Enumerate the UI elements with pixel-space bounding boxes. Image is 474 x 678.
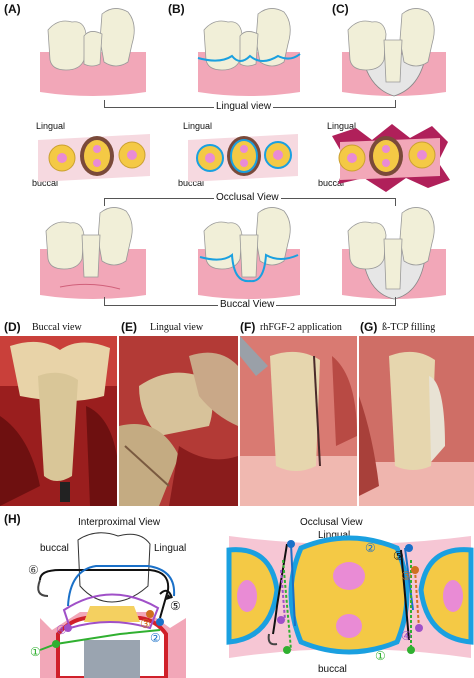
photo-d-buccal	[0, 336, 117, 506]
h-right-number-5: ⑤	[393, 549, 404, 563]
occlusal-view-label: Occlusal View	[214, 192, 281, 203]
h-left-buccal-label: buccal	[40, 543, 69, 554]
h-left-number-4: ④	[56, 623, 67, 637]
occlusal-view-illustrations	[38, 124, 450, 192]
h-left-number-3: ③	[140, 617, 151, 631]
buccal-diagram-b	[198, 207, 300, 299]
occlusal-diagram-b	[188, 134, 298, 182]
bracket-tick	[104, 297, 105, 305]
buccal-diagram-a	[40, 207, 146, 299]
bracket-tick	[104, 100, 105, 108]
lingual-diagram-a	[40, 8, 146, 96]
h-left-number-5: ⑤	[170, 599, 181, 613]
h-right-title: Occlusal View	[300, 517, 363, 528]
h-right-buccal-label: buccal	[318, 664, 347, 675]
panel-label-a: (A)	[4, 2, 21, 16]
panel-label-h: (H)	[4, 512, 21, 526]
h-right-number-1: ①	[375, 649, 386, 663]
occlusal-buccal-label-c: buccal	[318, 178, 345, 188]
h-left-number-6: ⑥	[28, 563, 39, 577]
panel-label-c: (C)	[332, 2, 349, 16]
occlusal-buccal-label-b: buccal	[178, 178, 205, 188]
occlusal-buccal-label-a: buccal	[32, 178, 59, 188]
photo-g-image	[359, 336, 474, 506]
panel-label-b: (B)	[168, 2, 185, 16]
occlusal-lingual-label-c: Lingual	[327, 121, 357, 131]
panel-label-f: (F)	[240, 320, 256, 334]
panel-label-g: (G)	[360, 320, 378, 334]
h-right-number-3: ③	[401, 569, 412, 583]
occlusal-lingual-label-a: Lingual	[36, 121, 66, 131]
h-right-number-2: ②	[365, 541, 376, 555]
occlusal-lingual-label-b: Lingual	[183, 121, 213, 131]
photo-g-btcp	[359, 336, 474, 506]
buccal-view-illustrations	[40, 207, 446, 300]
buccal-view-label: Buccal View	[218, 299, 277, 310]
occlusal-diagram-c	[332, 124, 450, 192]
photo-caption-g: ß-TCP filling	[382, 322, 436, 333]
h-left-number-2: ②	[150, 631, 161, 645]
h-left-number-1: ①	[30, 645, 41, 659]
h-interproximal-diagram: ⑥ ⑤ ③ ② ④ ①	[28, 532, 186, 678]
h-left-title: Interproximal View	[78, 517, 161, 528]
photo-f-image	[240, 336, 357, 506]
bracket-tick	[395, 100, 396, 108]
occlusal-diagram-a	[38, 134, 150, 182]
photo-caption-d: Buccal view	[32, 322, 82, 333]
photo-caption-f: rhFGF-2 application	[260, 322, 342, 333]
photo-e-image	[119, 336, 238, 506]
photo-e-lingual	[119, 336, 238, 506]
lingual-diagram-b	[197, 8, 301, 96]
lingual-view-label: Lingual view	[214, 101, 274, 112]
bracket-tick	[104, 198, 105, 206]
photo-f-rhfgf2	[240, 336, 357, 506]
h-right-number-4: ④	[401, 629, 412, 643]
panel-label-d: (D)	[4, 320, 21, 334]
panel-label-e: (E)	[121, 320, 137, 334]
h-left-lingual-label: Lingual	[154, 543, 187, 554]
photo-d-image	[0, 336, 117, 506]
photo-caption-e: Lingual view	[150, 322, 204, 333]
lingual-diagram-c	[342, 8, 446, 97]
h-right-lingual-label: Lingual	[318, 530, 351, 541]
buccal-diagram-c	[342, 207, 446, 300]
bracket-tick	[395, 297, 396, 305]
bracket-tick	[395, 198, 396, 206]
lingual-view-illustrations	[40, 8, 446, 97]
h-occlusal-diagram: ② ⑤ ③ ④ ①	[226, 535, 474, 663]
